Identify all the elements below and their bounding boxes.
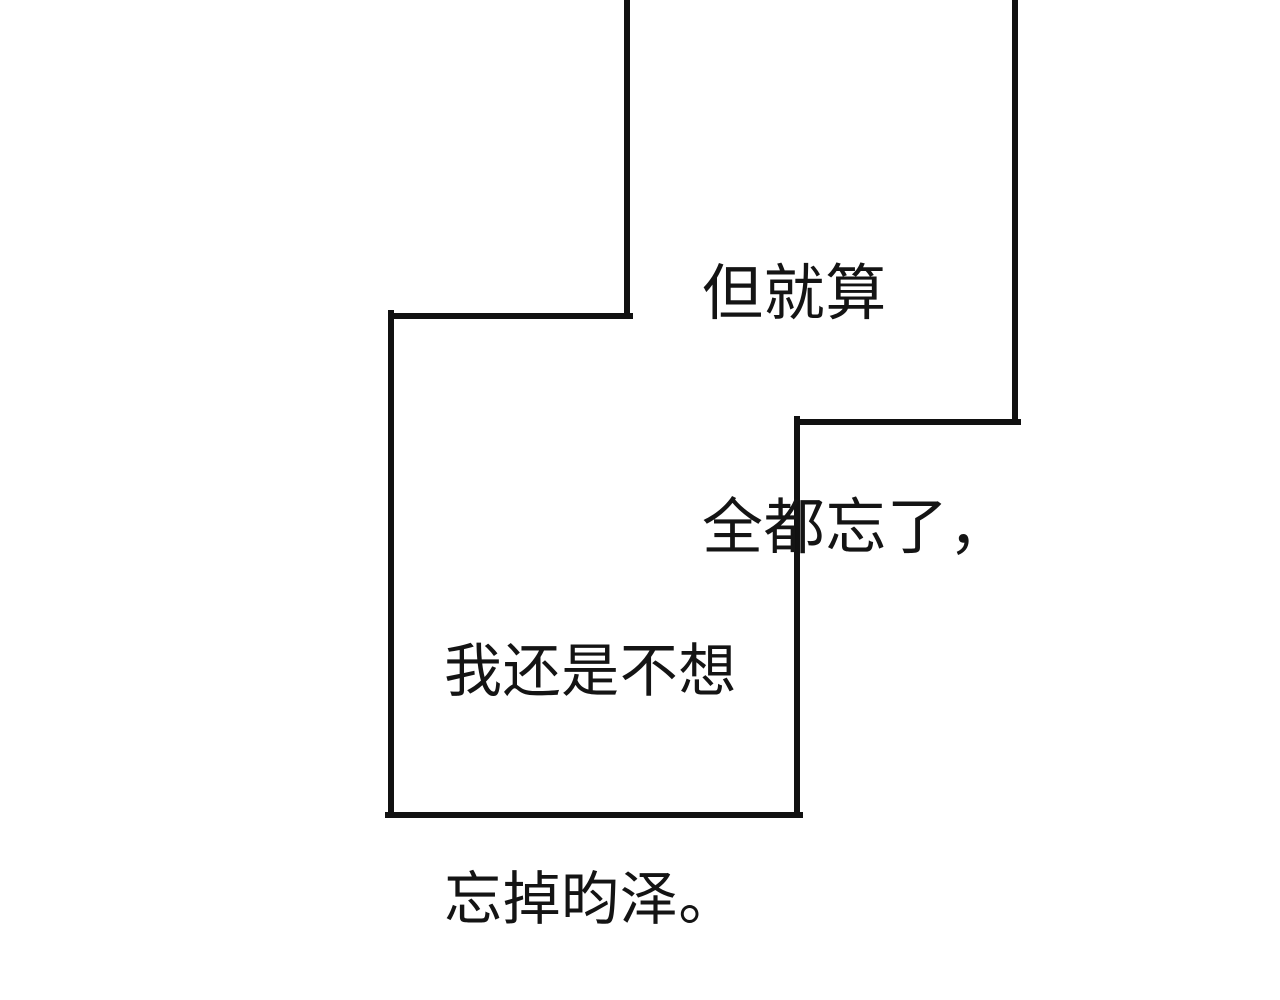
lower-dialogue-text: 我还是不想 忘掉昀泽。 — [444, 482, 737, 1000]
lower-dialogue-line-2: 忘掉昀泽。 — [444, 867, 737, 932]
upper-dialogue-text: 但就算 全都忘了， — [702, 98, 1010, 722]
lower-dialogue-line-1: 我还是不想 — [444, 639, 737, 704]
upper-dialogue-line-2: 全都忘了， — [702, 493, 1011, 561]
upper-dialogue-line-1: 但就算 — [702, 259, 887, 327]
